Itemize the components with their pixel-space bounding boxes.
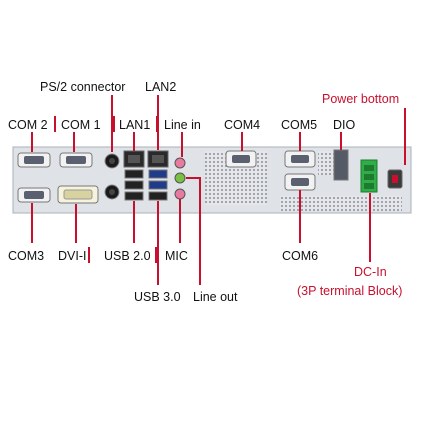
separator bbox=[156, 116, 158, 132]
line-out-jack bbox=[174, 172, 186, 184]
vent-grid-bottom bbox=[280, 196, 402, 211]
usb2-port bbox=[124, 169, 144, 179]
com2-label: COM 2 bbox=[8, 118, 48, 132]
usb3-port bbox=[148, 169, 168, 179]
lan1-label: LAN1 bbox=[119, 118, 151, 132]
dc-in-label: DC-In bbox=[354, 265, 387, 279]
com3-label: COM3 bbox=[8, 249, 45, 263]
com1-port bbox=[59, 152, 93, 168]
mic-jack bbox=[174, 188, 186, 200]
dio-port bbox=[333, 149, 349, 181]
com5-label: COM5 bbox=[281, 118, 318, 132]
ps2-label: PS/2 connector bbox=[40, 80, 126, 94]
separator bbox=[54, 116, 56, 132]
line-in-jack bbox=[174, 157, 186, 169]
com2-port bbox=[17, 152, 51, 168]
separator bbox=[88, 247, 90, 263]
line-out-label: Line out bbox=[193, 290, 238, 304]
usb-port bbox=[148, 191, 168, 201]
com4-port bbox=[225, 150, 257, 168]
dio-label: DIO bbox=[333, 118, 356, 132]
usb2-port bbox=[124, 180, 144, 190]
usb-port bbox=[124, 191, 144, 201]
com6-port bbox=[284, 173, 316, 191]
separator bbox=[155, 247, 157, 263]
power-label: Power bottom bbox=[322, 92, 400, 106]
com1-label: COM 1 bbox=[61, 118, 101, 132]
com3-port bbox=[17, 187, 51, 203]
com4-label: COM4 bbox=[224, 118, 261, 132]
com5-port bbox=[284, 150, 316, 168]
usb3-label: USB 3.0 bbox=[134, 290, 181, 304]
dvi-port bbox=[57, 185, 99, 204]
separator bbox=[113, 116, 115, 132]
terminal-block-label: (3P terminal Block) bbox=[297, 284, 403, 298]
dvi-label: DVI-I bbox=[58, 249, 87, 263]
callout-lineout bbox=[186, 177, 201, 285]
lan2-label: LAN2 bbox=[145, 80, 177, 94]
usb2-label: USB 2.0 bbox=[104, 249, 151, 263]
mic-label: MIC bbox=[165, 249, 188, 263]
line-in-label: Line in bbox=[164, 118, 201, 132]
usb3-port bbox=[148, 180, 168, 190]
com6-label: COM6 bbox=[282, 249, 319, 263]
